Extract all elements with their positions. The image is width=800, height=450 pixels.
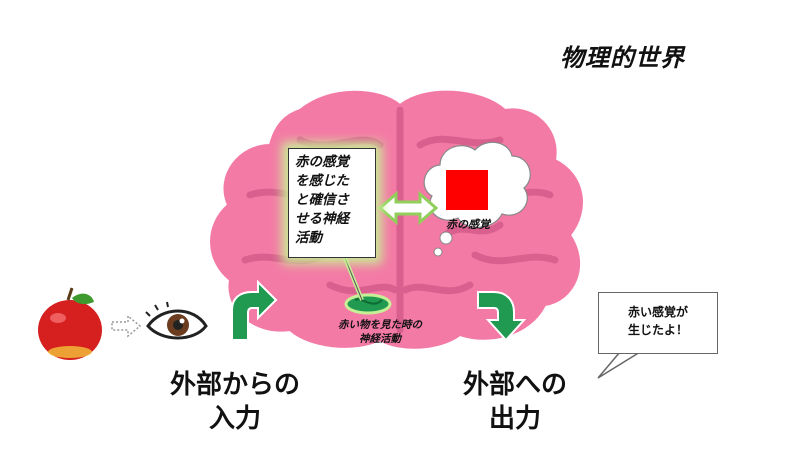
thought-cloud-label: 赤の感覚: [446, 218, 490, 231]
input-arrow-icon: [231, 279, 278, 341]
page-title: 物理的世界: [560, 44, 685, 72]
apple-icon: [38, 287, 102, 360]
double-arrow-icon: [377, 190, 439, 226]
dotted-arrow-icon: [111, 314, 142, 338]
input-label: 外部からの 入力: [169, 370, 300, 434]
neural-activity-note: 赤の感覚 を感じた と確信さ せる神経 活動: [288, 148, 376, 258]
red-square-icon: [446, 170, 488, 210]
neural-activity-icon: [344, 293, 392, 315]
eye-icon: [145, 301, 208, 340]
output-label: 外部への 出力: [462, 370, 567, 434]
note-connector-line: [344, 257, 363, 301]
speech-bubble-tail: [597, 351, 643, 379]
speech-bubble: 赤い感覚が 生じたよ！: [598, 292, 718, 354]
neural-activity-label: 赤い物を見た時の 神経活動: [338, 319, 422, 345]
output-arrow-icon: [477, 291, 527, 342]
